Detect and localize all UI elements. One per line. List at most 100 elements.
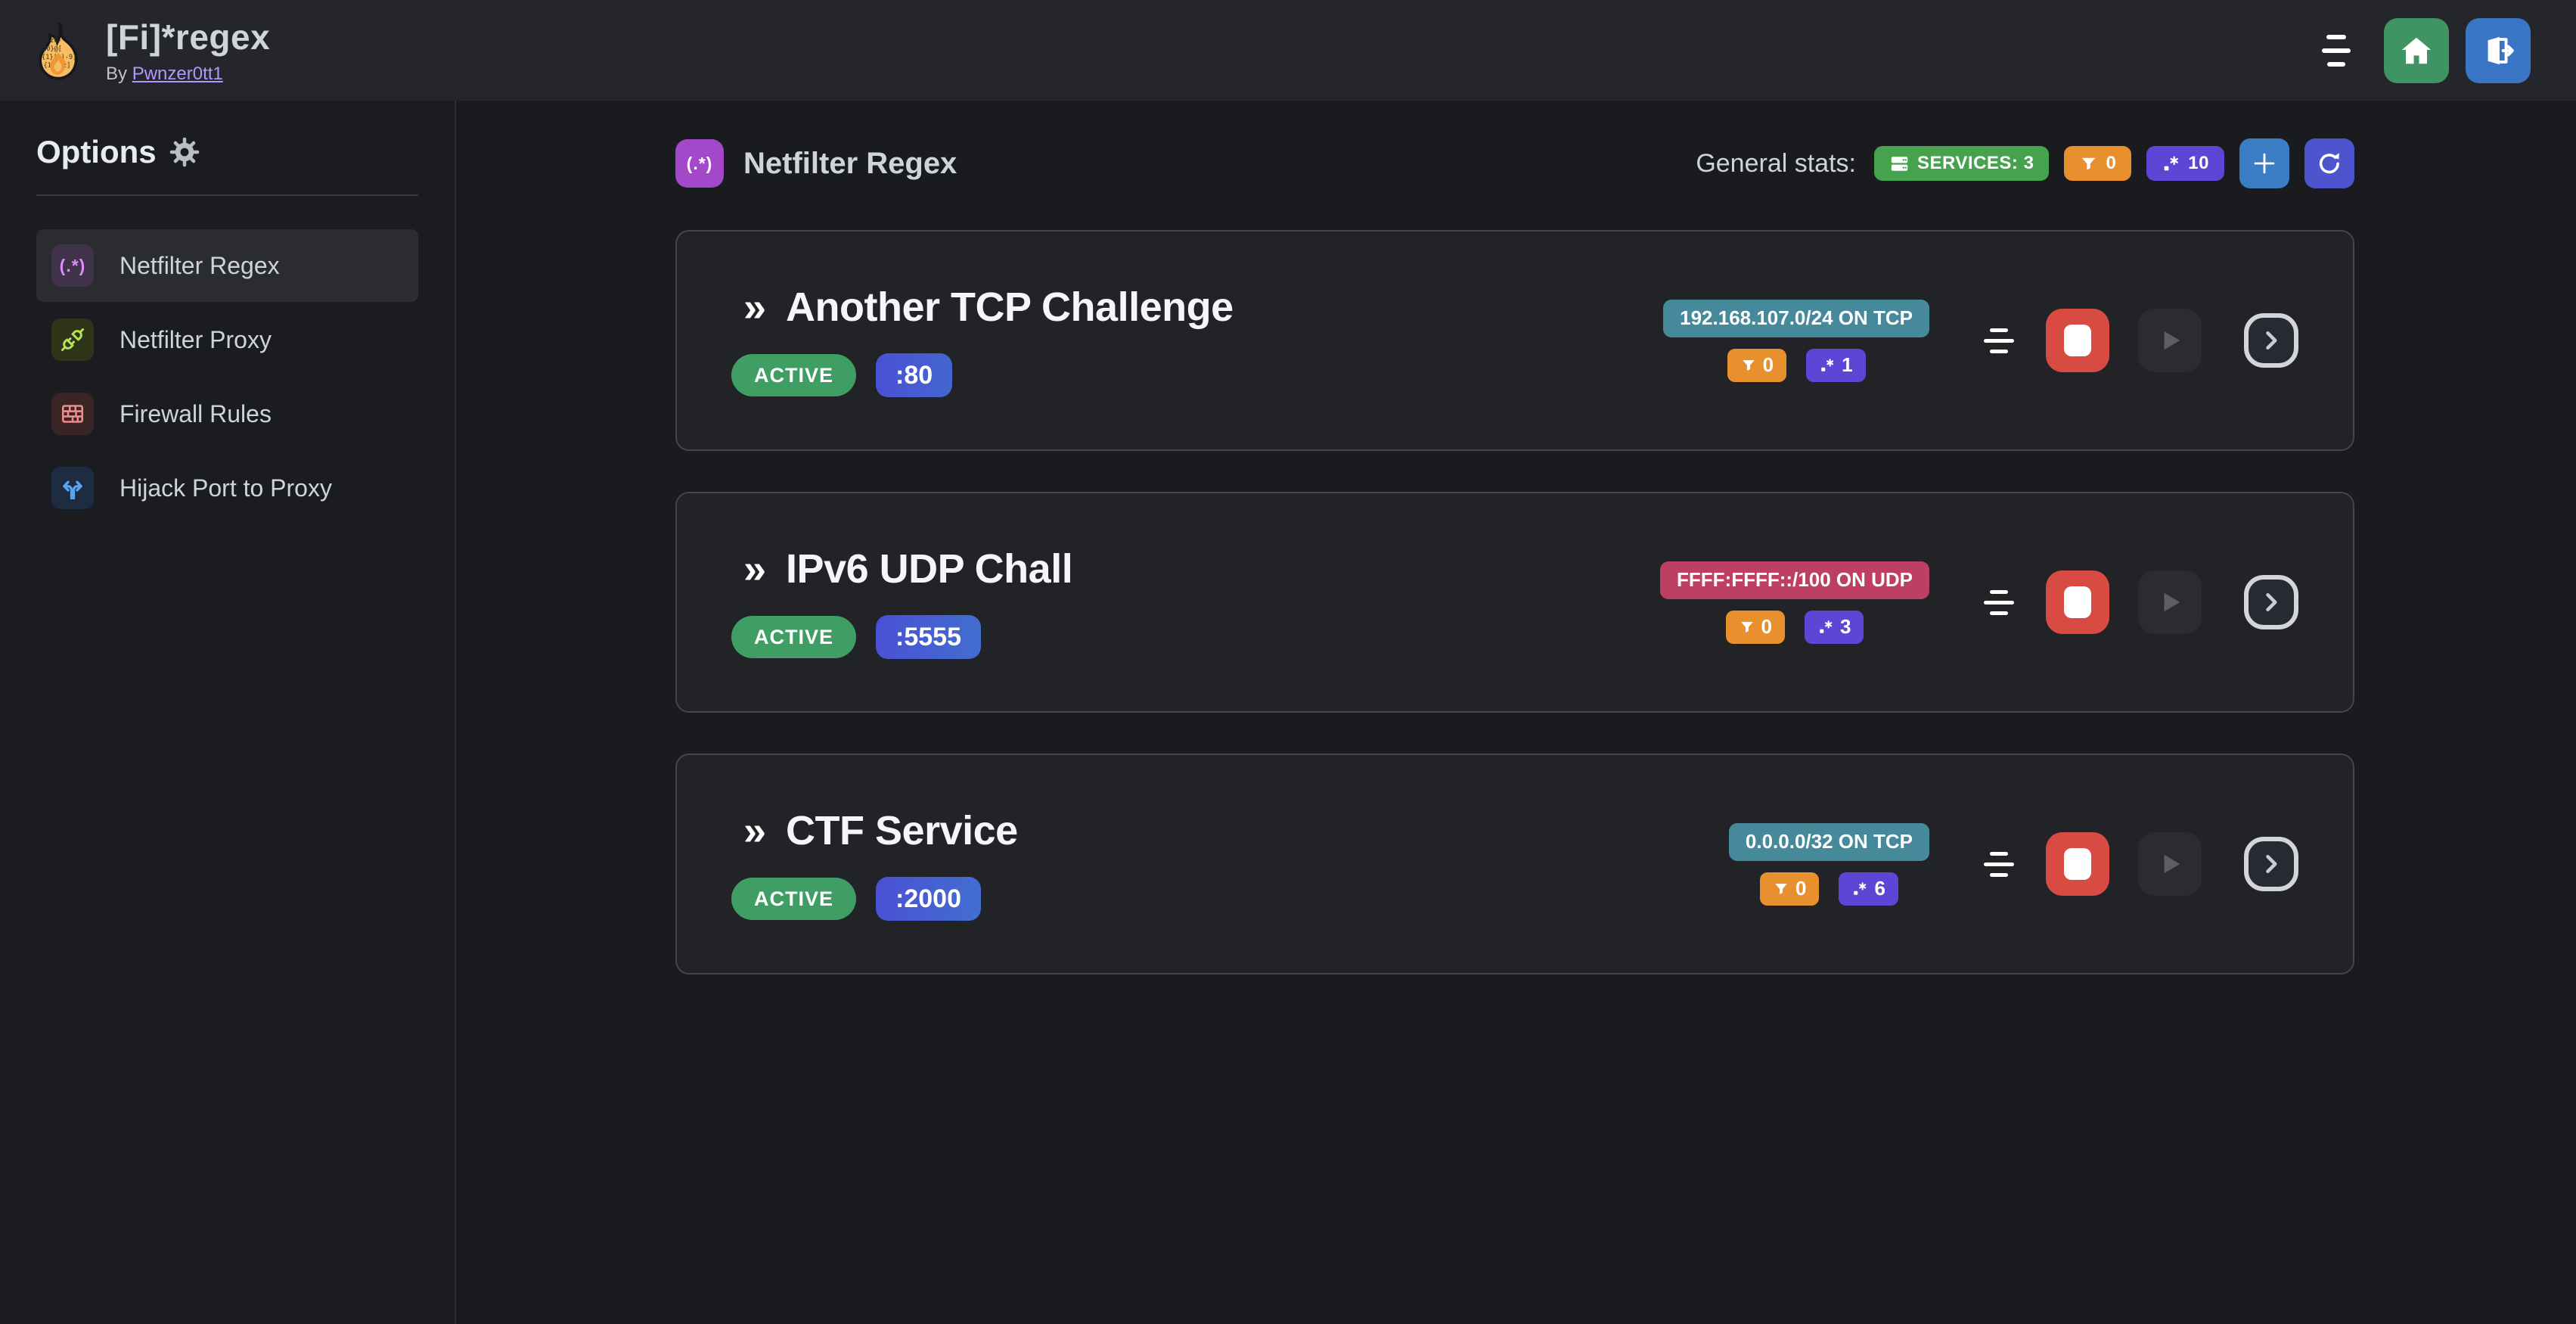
regexes-badge: 3 bbox=[1805, 610, 1864, 644]
chevrons-marker: » bbox=[743, 284, 767, 330]
stats-label: General stats: bbox=[1696, 148, 1856, 178]
regexes-badge: 1 bbox=[1806, 348, 1866, 382]
cidr-badge: FFFF:FFFF::/100 ON UDP bbox=[1660, 561, 1929, 599]
stop-icon bbox=[2064, 325, 2091, 356]
flame-logo: -z0-20}@[{1}| )-9]{1 - z] bbox=[39, 22, 78, 79]
svg-text:-z0-: -z0- bbox=[46, 37, 62, 45]
sidebar-item-netfilter-regex[interactable]: (.*) Netfilter Regex bbox=[36, 229, 418, 302]
general-stats: General stats: SERVICES: 3 0 bbox=[1696, 138, 2354, 188]
service-card: » Another TCP Challenge ACTIVE :80 192.1… bbox=[675, 230, 2354, 451]
regexes-badge: 6 bbox=[1839, 872, 1898, 906]
server-icon bbox=[1891, 156, 1908, 171]
regexes-total-badge: 10 bbox=[2146, 146, 2224, 181]
brand: -z0-20}@[{1}| )-9]{1 - z] [Fi]*regex By … bbox=[29, 17, 270, 85]
sidebar: Options (.*) Netfilter Regex bbox=[0, 101, 456, 1324]
filters-badge: 0 bbox=[1725, 610, 1785, 644]
stop-button[interactable] bbox=[2046, 309, 2109, 372]
services-count-badge: SERVICES: 3 bbox=[1873, 146, 2050, 181]
main-header: (.*) Netfilter Regex General stats: SERV… bbox=[675, 138, 2354, 188]
home-icon bbox=[2401, 37, 2432, 64]
chevrons-marker: » bbox=[743, 808, 767, 853]
regex-dot-star-icon bbox=[1821, 358, 1834, 371]
section-regex-icon: (.*) bbox=[675, 139, 724, 188]
split-arrows-icon bbox=[51, 467, 94, 509]
service-menu-icon[interactable] bbox=[1984, 848, 2014, 880]
cidr-badge: 0.0.0.0/32 ON TCP bbox=[1728, 822, 1929, 861]
options-heading-label: Options bbox=[36, 134, 157, 169]
gear-icon bbox=[169, 137, 199, 167]
status-badge: ACTIVE bbox=[731, 354, 857, 396]
chevron-right-icon bbox=[2266, 855, 2277, 873]
chevrons-marker: » bbox=[743, 546, 767, 592]
start-button[interactable] bbox=[2138, 832, 2202, 896]
cidr-badge: 192.168.107.0/24 ON TCP bbox=[1663, 299, 1929, 337]
stop-icon bbox=[2064, 586, 2091, 618]
sidebar-divider bbox=[36, 194, 418, 196]
service-menu-icon[interactable] bbox=[1984, 586, 2014, 618]
services-list: » Another TCP Challenge ACTIVE :80 192.1… bbox=[675, 230, 2354, 974]
play-icon bbox=[2164, 592, 2180, 612]
funnel-icon bbox=[2082, 157, 2096, 170]
sidebar-item-hijack-port[interactable]: Hijack Port to Proxy bbox=[36, 452, 418, 524]
main-content: (.*) Netfilter Regex General stats: SERV… bbox=[456, 101, 2576, 1324]
sidebar-nav: (.*) Netfilter Regex Netfilter Proxy bbox=[36, 229, 418, 524]
add-service-button[interactable] bbox=[2239, 138, 2289, 188]
funnel-icon bbox=[1742, 359, 1755, 371]
plug-icon bbox=[51, 319, 94, 361]
stop-button[interactable] bbox=[2046, 570, 2109, 634]
options-heading: Options bbox=[36, 134, 418, 170]
chevron-right-icon bbox=[2266, 593, 2277, 611]
service-name: CTF Service bbox=[786, 808, 1018, 853]
home-button[interactable] bbox=[2384, 17, 2449, 83]
logout-icon bbox=[2488, 36, 2514, 64]
service-card: » CTF Service ACTIVE :2000 0.0.0.0/32 ON… bbox=[675, 754, 2354, 974]
regex-dot-star-icon bbox=[1854, 881, 1867, 895]
svg-text:20}@[: 20}@[ bbox=[42, 45, 62, 53]
nav-lines-icon[interactable] bbox=[2322, 30, 2351, 71]
regex-icon: (.*) bbox=[51, 244, 94, 287]
wall-icon bbox=[51, 393, 94, 435]
service-menu-icon[interactable] bbox=[1984, 325, 2014, 356]
port-badge: :80 bbox=[876, 353, 953, 397]
funnel-icon bbox=[1775, 883, 1787, 894]
chevron-right-icon bbox=[2266, 331, 2277, 350]
status-badge: ACTIVE bbox=[731, 878, 857, 920]
filters-badge: 0 bbox=[1727, 348, 1787, 382]
play-icon bbox=[2164, 854, 2180, 874]
top-actions bbox=[2322, 17, 2531, 83]
sidebar-item-netfilter-proxy[interactable]: Netfilter Proxy bbox=[36, 303, 418, 376]
section-title: Netfilter Regex bbox=[743, 146, 957, 180]
author-link[interactable]: Pwnzer0tt1 bbox=[132, 63, 223, 84]
refresh-button[interactable] bbox=[2304, 138, 2354, 188]
play-icon bbox=[2164, 331, 2180, 350]
regex-dot-star-icon bbox=[1820, 620, 1833, 633]
sidebar-item-firewall-rules[interactable]: Firewall Rules bbox=[36, 378, 418, 450]
sidebar-item-label: Netfilter Regex bbox=[119, 251, 280, 279]
top-bar: -z0-20}@[{1}| )-9]{1 - z] [Fi]*regex By … bbox=[0, 0, 2576, 101]
stop-button[interactable] bbox=[2046, 832, 2109, 896]
start-button[interactable] bbox=[2138, 309, 2202, 372]
port-badge: :2000 bbox=[876, 877, 981, 921]
service-name: Another TCP Challenge bbox=[786, 284, 1234, 330]
open-service-button[interactable] bbox=[2244, 575, 2298, 629]
start-button[interactable] bbox=[2138, 570, 2202, 634]
byline-prefix: By bbox=[106, 63, 128, 84]
filters-total-badge: 0 bbox=[2064, 146, 2132, 181]
funnel-icon bbox=[1740, 621, 1753, 632]
open-service-button[interactable] bbox=[2244, 837, 2298, 891]
logout-button[interactable] bbox=[2466, 17, 2531, 83]
service-name: IPv6 UDP Chall bbox=[786, 546, 1073, 592]
status-badge: ACTIVE bbox=[731, 616, 857, 658]
sidebar-item-label: Firewall Rules bbox=[119, 399, 272, 427]
refresh-icon bbox=[2319, 153, 2339, 174]
sidebar-item-label: Hijack Port to Proxy bbox=[119, 474, 332, 502]
plus-icon bbox=[2254, 153, 2275, 174]
regex-dot-star-icon bbox=[2164, 156, 2179, 170]
filters-badge: 0 bbox=[1759, 872, 1820, 906]
app-title: [Fi]*regex bbox=[106, 17, 271, 57]
port-badge: :5555 bbox=[876, 615, 981, 659]
open-service-button[interactable] bbox=[2244, 313, 2298, 368]
stop-icon bbox=[2064, 848, 2091, 880]
sidebar-item-label: Netfilter Proxy bbox=[119, 325, 272, 353]
service-card: » IPv6 UDP Chall ACTIVE :5555 FFFF:FFFF:… bbox=[675, 492, 2354, 713]
